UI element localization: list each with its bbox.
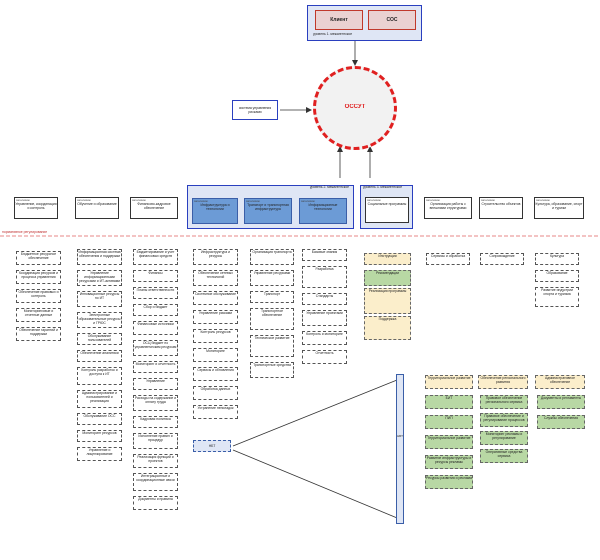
list-item[interactable]: Бюджетное ресурсное обеспечение <box>16 251 61 265</box>
list-item[interactable]: Управление информационными ресурсами и И… <box>77 270 122 286</box>
list-item[interactable]: Бюджетирование и учет финансовых средств <box>133 249 178 265</box>
level1-label: уровень 1. межагентское <box>313 32 353 36</box>
list-item[interactable]: Техническое развитие <box>250 335 294 357</box>
list-item[interactable]: Оперативные средства сервиса <box>480 449 528 463</box>
list-item[interactable]: Культура <box>535 253 579 265</box>
column-header-6[interactable]: заголовок Информационные технологии <box>299 198 347 224</box>
column-header-5[interactable]: заголовок Транспорт и транспортная инфра… <box>244 198 292 224</box>
list-item[interactable]: БИТ <box>425 395 473 409</box>
list-item[interactable]: Системное обслуживание <box>193 291 238 305</box>
list-item[interactable]: Планы ответственности <box>133 287 178 299</box>
list-item[interactable]: Инновационные ресурсы по ИТ <box>77 291 122 307</box>
list-item[interactable]: Устранение неполадок <box>193 405 238 419</box>
list-item[interactable]: Сервисы и обновления <box>193 367 238 381</box>
column-header-9[interactable]: заголовок Строительство объектов <box>479 197 523 219</box>
list-item[interactable]: Реализация программы <box>364 288 411 314</box>
list-item[interactable]: Стандарты <box>302 293 347 305</box>
list-item[interactable]: Поддержка <box>364 316 411 340</box>
risk-system-box[interactable]: система управления рисками <box>232 100 278 120</box>
list-item[interactable]: Контроль и мониторинг <box>302 331 347 345</box>
level1-panel: Клиент СОС уровень 1. межагентское <box>307 5 422 41</box>
column-header-8[interactable]: заголовок Организация работы с внешними … <box>424 197 472 219</box>
list-item[interactable]: Инфраструктура и ресурсы <box>193 249 238 265</box>
list-item[interactable]: Транспортное обеспечение <box>250 308 294 330</box>
list-item[interactable]: Транспорт <box>250 291 294 303</box>
list-item[interactable]: Территориальное развитие <box>425 435 473 449</box>
column-header-4[interactable]: заголовок Инфраструктура и технологии <box>192 198 238 224</box>
sos-box[interactable]: СОС <box>368 10 416 30</box>
detail-group-header-1[interactable]: Территориальное развитие <box>425 375 473 389</box>
detail-side-bar: НБТ <box>396 374 404 524</box>
list-item[interactable]: Реализация функций и проектов <box>133 454 178 468</box>
list-item[interactable]: Обслуживание пользователей <box>77 333 122 345</box>
list-item[interactable]: Администрирование и пользователей и реал… <box>77 390 122 408</box>
list-item[interactable]: Координация ресурсов и процесса управлен… <box>16 270 61 284</box>
list-item[interactable]: Рекомендации <box>364 270 411 286</box>
list-item[interactable]: Мониторинг рекламы и регулирование <box>480 431 528 445</box>
list-item[interactable]: Транспортные средства <box>250 362 294 378</box>
detail-group-header-2[interactable]: Обеспечение регионального развития <box>478 375 528 389</box>
list-item[interactable]: Обслуживание ОСС <box>77 413 122 425</box>
client-box[interactable]: Клиент <box>315 10 363 30</box>
list-item[interactable]: Обеспечение правовых и контроль <box>16 289 61 303</box>
list-item[interactable]: ПИП <box>425 415 473 429</box>
list-item[interactable]: Управление ресурсами <box>250 270 294 286</box>
list-item[interactable]: Кадровая политика <box>133 416 178 428</box>
ossut-node[interactable]: ОССУТ <box>313 66 397 150</box>
nbt-box[interactable]: НБТ <box>193 440 231 452</box>
column-header-1[interactable]: заголовок Управление, координация и конт… <box>14 197 58 219</box>
list-item[interactable]: Управление <box>133 378 178 390</box>
list-item[interactable]: Развитие индустрии спорта и туризма <box>535 287 579 307</box>
list-item[interactable]: Управление и лицензирование <box>77 447 122 461</box>
list-item[interactable]: Образование <box>535 270 579 282</box>
divider-label: нормативное регулирование <box>2 230 48 234</box>
list-item[interactable]: Контроль ресурсов <box>193 329 238 343</box>
list-item[interactable]: Сервисы и обработка <box>426 253 470 265</box>
list-item[interactable]: Правовое обеспечение и регулирование про… <box>480 413 528 427</box>
list-item[interactable]: Финансовые источники <box>133 321 178 335</box>
list-item[interactable]: Финансы <box>133 270 178 282</box>
list-item[interactable]: Базовые знания <box>302 249 347 261</box>
list-item[interactable]: Обеспечение сетевых технологий <box>193 270 238 286</box>
list-item[interactable]: Мониторинг <box>193 348 238 362</box>
column-header-10[interactable]: заголовок Культура, образование, спорт и… <box>534 197 584 219</box>
list-item[interactable]: Обеспечение аналитики <box>77 350 122 362</box>
list-item[interactable]: Расходы на содержание и оплату труда <box>133 395 178 411</box>
list-item[interactable]: Ресурсы развития и реклама <box>425 475 473 489</box>
list-item[interactable]: Обработка данных <box>193 386 238 400</box>
list-item[interactable]: Правовое обеспечение регионального серви… <box>480 395 528 409</box>
list-item[interactable]: Отчетность <box>302 350 347 364</box>
list-item[interactable]: Сопровождение <box>480 253 524 265</box>
list-item[interactable]: Управление проектами <box>302 310 347 326</box>
list-item[interactable]: Инструкции <box>364 253 411 265</box>
list-item[interactable]: Разработка <box>302 266 347 288</box>
level2-label: уровень 2. межагентское <box>309 185 349 189</box>
list-item[interactable]: Мониторинговые и отчетные данные <box>16 308 61 322</box>
level3-label: уровень 3. межагентское <box>363 185 403 189</box>
list-item[interactable]: Развитие инфраструктуры и ресурсы реклам… <box>425 455 473 469</box>
list-item[interactable]: Управление рисками <box>193 310 238 324</box>
list-item[interactable]: Сбор и бюджет <box>133 304 178 316</box>
list-item[interactable]: Мониторинг и отчетность <box>133 361 178 373</box>
column-header-7[interactable]: заголовок Социальные программы <box>365 197 409 223</box>
list-item[interactable]: Организация транспорта <box>250 249 294 265</box>
list-item[interactable]: Документы и правила <box>133 496 178 510</box>
list-item[interactable]: Документы и регламенты <box>537 395 585 409</box>
list-item[interactable]: Контроль разработок и доступа к ИТ <box>77 367 122 385</box>
list-item[interactable]: Электронные образовательные ресурсы и ГР… <box>77 312 122 328</box>
list-item[interactable]: Мониторинг ресурсов <box>77 430 122 442</box>
list-item[interactable]: ОСЦ бюджет по управленческим ресурсам <box>133 340 178 356</box>
list-item[interactable]: Исполнение правил и процедур <box>133 433 178 449</box>
list-item[interactable]: Службы обеспечения <box>537 415 585 429</box>
list-item[interactable]: Обеспечение гарантий и поддержки <box>16 327 61 341</box>
detail-group-header-3[interactable]: Административное обеспечение <box>535 375 585 389</box>
column-header-3[interactable]: заголовок Финансово-кадровое обеспечение <box>130 197 178 219</box>
list-item[interactable]: Интеграционные и координационные связи <box>133 473 178 491</box>
list-item[interactable]: Информационная система обеспечения и под… <box>77 249 122 265</box>
column-header-2[interactable]: заголовок Обучение и образование <box>75 197 119 219</box>
